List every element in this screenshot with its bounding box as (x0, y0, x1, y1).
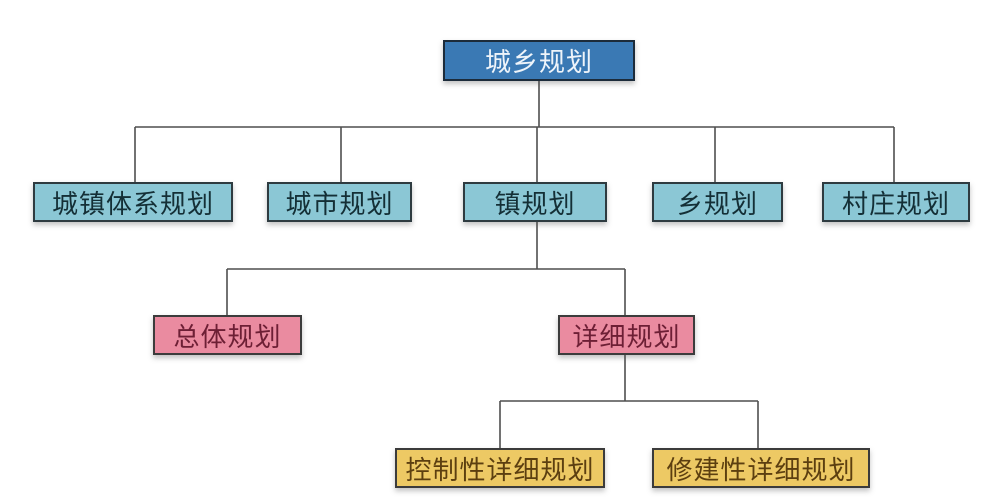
node-detailed-planning: 详细规划 (558, 315, 695, 355)
node-constructive-detailed-planning: 修建性详细规划 (652, 448, 870, 488)
node-town-planning: 镇规划 (463, 182, 607, 222)
node-urban-rural-planning: 城乡规划 (443, 40, 635, 81)
node-master-planning: 总体规划 (153, 315, 302, 355)
node-urban-system-planning: 城镇体系规划 (33, 182, 233, 222)
node-township-planning: 乡规划 (652, 182, 783, 222)
node-village-planning: 村庄规划 (822, 182, 970, 222)
node-city-planning: 城市规划 (267, 182, 412, 222)
node-regulatory-detailed-planning: 控制性详细规划 (395, 448, 605, 488)
